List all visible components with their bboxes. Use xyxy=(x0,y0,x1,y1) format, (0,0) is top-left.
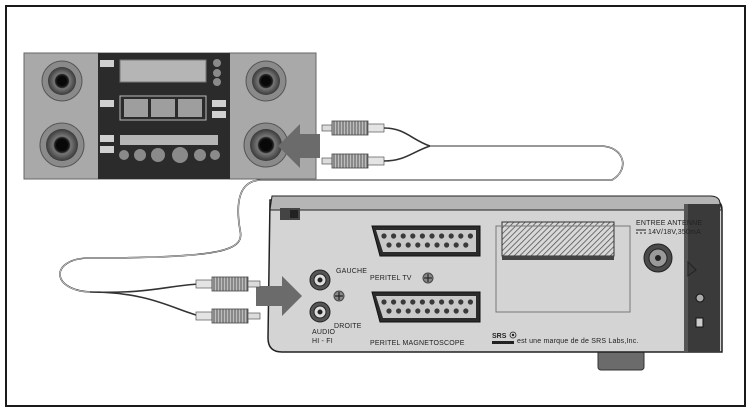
hifi-segment-1 xyxy=(124,99,148,117)
hifi-round-btn-5 xyxy=(194,149,206,161)
label-antenna-spec: 14V/18V,350mA xyxy=(648,229,701,236)
scart-pin xyxy=(386,308,392,314)
scart-pin xyxy=(448,233,454,239)
hifi-round-btn-4 xyxy=(172,147,188,163)
left-arrow-icon xyxy=(278,124,320,168)
screw-icon xyxy=(422,272,434,284)
scart-pin xyxy=(429,233,435,239)
vent-panel xyxy=(501,221,615,257)
scart-pin xyxy=(439,299,445,305)
scart-pin xyxy=(391,299,397,305)
antenna-connector xyxy=(643,243,673,273)
hifi-small-button-1 xyxy=(100,60,114,67)
hifi-knob-bottom-left xyxy=(39,122,85,168)
side-switch xyxy=(695,317,704,328)
scart-pin xyxy=(381,299,387,305)
rca-cable-hifi-end xyxy=(321,120,385,169)
receiver-foot xyxy=(597,349,645,371)
scart-pin xyxy=(444,242,450,248)
scart-pin xyxy=(453,242,459,248)
side-screw-icon xyxy=(695,293,705,303)
hifi-display xyxy=(119,59,207,83)
hifi-dot-2 xyxy=(213,69,221,77)
hifi-round-btn-1 xyxy=(119,150,129,160)
scart-pin xyxy=(463,242,469,248)
audio-jack-droite xyxy=(309,301,331,323)
svg-text:SRS: SRS xyxy=(492,333,507,340)
label-peritel-magneto: PERITEL MAGNETOSCOPE xyxy=(370,340,465,347)
scart-magneto-connector xyxy=(371,291,481,323)
scart-pin xyxy=(467,233,473,239)
plus-icon xyxy=(333,290,345,302)
srs-trademark-note: est une marque de de SRS Labs,Inc. xyxy=(517,338,639,345)
scart-pin xyxy=(429,299,435,305)
label-gauche: GAUCHE xyxy=(336,268,367,275)
scart-pin xyxy=(439,233,445,239)
scart-pin xyxy=(419,233,425,239)
right-arrow-icon xyxy=(256,276,302,316)
rca-plug-bottom xyxy=(321,153,385,169)
hifi-dot-1 xyxy=(213,59,221,67)
scart-pin xyxy=(434,308,440,314)
scart-pin xyxy=(410,233,416,239)
scart-pin xyxy=(396,308,402,314)
rca-plug-droite xyxy=(195,308,261,324)
srs-logo: SRS xyxy=(492,331,517,344)
scart-pin xyxy=(419,299,425,305)
scart-pin xyxy=(463,308,469,314)
rca-cable-receiver-end xyxy=(195,276,261,324)
scart-pin xyxy=(405,308,411,314)
scart-pin xyxy=(448,299,454,305)
scart-pin xyxy=(458,233,464,239)
blank-panel xyxy=(495,225,631,313)
scart-pin xyxy=(424,308,430,314)
hifi-segment-2 xyxy=(151,99,175,117)
hifi-side-button-l xyxy=(100,100,114,107)
hifi-knob-top-right xyxy=(245,60,287,102)
scart-pin xyxy=(458,299,464,305)
hifi-knob-bottom-right xyxy=(243,122,289,168)
rca-plug-gauche xyxy=(195,276,261,292)
hifi-amplifier xyxy=(23,52,317,180)
hifi-knob-top-left xyxy=(41,60,83,102)
scart-pin xyxy=(434,242,440,248)
scart-tv-connector xyxy=(371,225,481,257)
scart-pin xyxy=(444,308,450,314)
label-hifi: HI - FI xyxy=(312,338,333,345)
triangle-icon xyxy=(687,260,697,277)
scart-pin xyxy=(467,299,473,305)
label-entree-antenne: ENTREE ANTENNE xyxy=(636,220,702,227)
vent-panel-stripe xyxy=(502,256,614,260)
hifi-bottom-bar xyxy=(120,135,218,145)
scart-pin xyxy=(400,233,406,239)
dc-symbol-icon xyxy=(636,229,646,234)
label-peritel-tv: PERITEL TV xyxy=(370,275,412,282)
scart-pin xyxy=(453,308,459,314)
label-droite: DROITE xyxy=(334,323,362,330)
scart-pin xyxy=(400,299,406,305)
hifi-bottom-tab-l xyxy=(100,135,114,142)
scart-pin xyxy=(424,242,430,248)
hifi-round-btn-2 xyxy=(134,149,146,161)
scart-pin xyxy=(415,242,421,248)
hifi-bottom-tab-l2 xyxy=(100,146,114,153)
hifi-dot-3 xyxy=(213,78,221,86)
hifi-side-button-r xyxy=(212,100,226,107)
satellite-receiver: GAUCHE DROITE AUDIO HI - FI PERITEL TV P… xyxy=(267,195,723,371)
scart-pin xyxy=(381,233,387,239)
scart-pin xyxy=(415,308,421,314)
scart-pin xyxy=(405,242,411,248)
hifi-round-btn-6 xyxy=(210,150,220,160)
scart-pin xyxy=(386,242,392,248)
scart-pin xyxy=(410,299,416,305)
hifi-side-button-r2 xyxy=(212,111,226,118)
rca-plug-top xyxy=(321,120,385,136)
scart-pin xyxy=(391,233,397,239)
hifi-segment-3 xyxy=(178,99,202,117)
audio-jack-gauche xyxy=(309,269,331,291)
scart-pin xyxy=(396,242,402,248)
label-audio: AUDIO xyxy=(312,329,336,336)
hifi-round-btn-3 xyxy=(151,148,165,162)
